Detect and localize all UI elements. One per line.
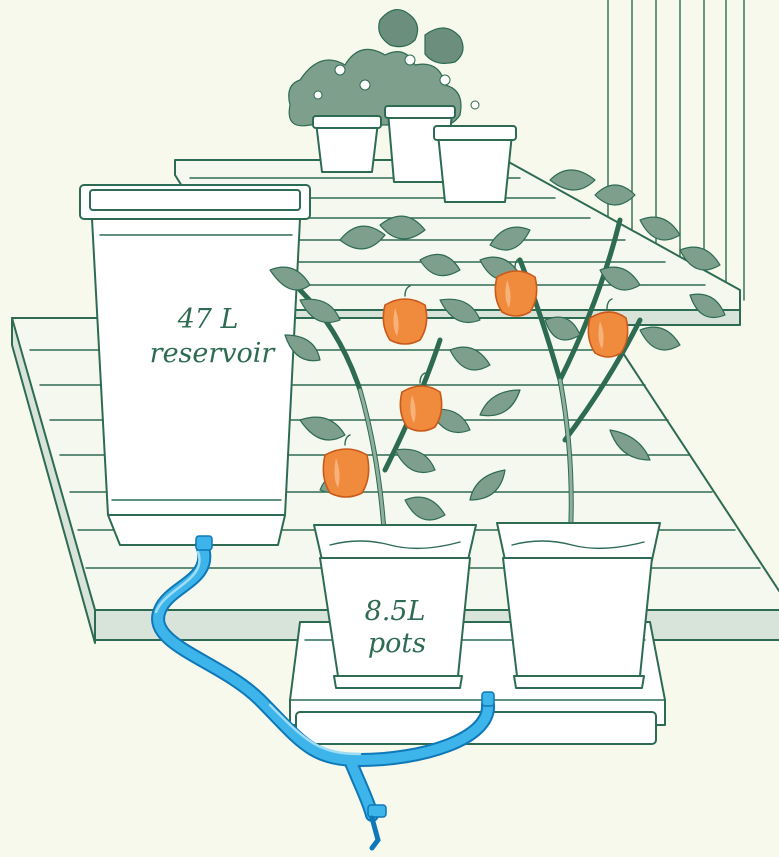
reservoir-name-label: reservoir (150, 338, 277, 369)
reservoir: 47 L reservoir (80, 185, 310, 545)
reservoir-volume-label: 47 L (177, 304, 239, 335)
pots-name-label: pots (368, 628, 426, 659)
pots-volume-label: 8.5L (365, 596, 426, 627)
